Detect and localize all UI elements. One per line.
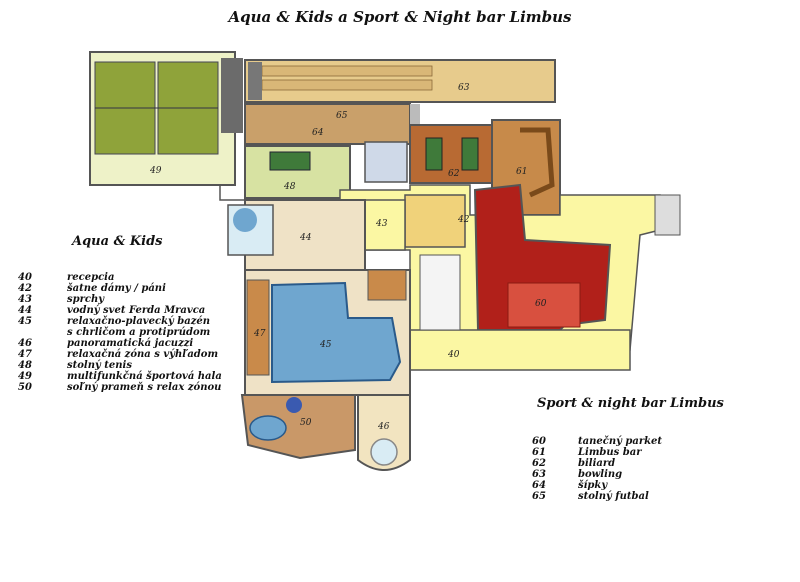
legend-number: 46 (18, 338, 32, 349)
pool-45 (271, 281, 402, 384)
legend-row: 60 tanečný parket (532, 436, 662, 447)
map-label-48: 48 (283, 182, 296, 192)
room-47-relax-zone (246, 279, 270, 376)
aqua-heading: Aqua & Kids (72, 234, 163, 249)
legend-number: 64 (532, 480, 546, 491)
map-label-43: 43 (375, 219, 388, 229)
legend-row: 48 stolný tenis (18, 360, 222, 371)
legend-label: soľný prameň s relax zónou (67, 382, 222, 393)
map-label-61: 61 (516, 167, 527, 177)
room-43-showers (364, 199, 406, 251)
map-label-45: 45 (319, 340, 332, 350)
legend-row: s chrličom a protiprúdom (18, 327, 222, 338)
map-label-44: 44 (299, 233, 312, 243)
legend-row: 45 relaxačno-plavecký bazén (18, 316, 222, 327)
legend-row: 62 biliard (532, 458, 662, 469)
legend-number: 44 (18, 305, 32, 316)
room-40-reception (409, 329, 631, 371)
sport-heading: Sport & night bar Limbus (537, 396, 724, 411)
map-label-47: 47 (253, 329, 266, 339)
legend-row: 50 soľný prameň s relax zónou (18, 382, 222, 393)
legend-number: 61 (532, 447, 546, 458)
legend-label: šípky (578, 480, 608, 491)
legend-row: 47 relaxačná zóna s výhľadom (18, 349, 222, 360)
legend-label: bowling (578, 469, 623, 480)
legend-row: 43 sprchy (18, 294, 222, 305)
legend-number: 47 (18, 349, 32, 360)
legend-row: 63 bowling (532, 469, 662, 480)
map-label-42: 42 (457, 215, 470, 225)
legend-label: relaxačno-plavecký bazén (67, 316, 211, 327)
page-title: Aqua & Kids a Sport & Night bar Limbus (228, 8, 572, 26)
map-label-60: 60 (535, 299, 547, 309)
legend-number: 62 (532, 458, 546, 469)
legend-label: panoramatická jacuzzi (67, 338, 194, 349)
legend-number: 50 (18, 382, 32, 393)
legend-number: 42 (18, 283, 32, 294)
legend-label: biliard (578, 458, 616, 469)
legend-number: 48 (18, 360, 32, 371)
legend-label: sprchy (67, 294, 105, 305)
legend-row: 49 multifunkčná športová hala (18, 371, 222, 382)
map-label-46: 46 (377, 422, 390, 432)
legend-row: 64 šípky (532, 480, 662, 491)
legend-label: tanečný parket (578, 436, 663, 447)
room-64-65-darts-football (244, 103, 411, 145)
legend-row: 42 šatne dámy / páni (18, 283, 222, 294)
map-label-62: 62 (448, 169, 460, 179)
legend-number: 65 (532, 491, 546, 502)
legend-row: 40 recepcia (18, 272, 222, 283)
legend-number: 40 (18, 272, 32, 283)
room-42-changing (404, 194, 466, 248)
map-label-63: 63 (458, 83, 470, 93)
legend-number (18, 327, 67, 338)
room-50-salt-spring (240, 394, 356, 460)
legend-number: 43 (18, 294, 32, 305)
legend-row: 44 vodný svet Ferda Mravca (18, 305, 222, 316)
map-label-49: 49 (149, 166, 162, 176)
legend-number: 60 (532, 436, 546, 447)
map-label-64: 64 (312, 128, 324, 138)
legend-number: 63 (532, 469, 546, 480)
map-label-65: 65 (336, 111, 348, 121)
legend-row: 65 stolný futbal (532, 491, 662, 502)
legend-label: šatne dámy / páni (67, 283, 166, 294)
aqua-legend: 40 recepcia 42 šatne dámy / páni 43 sprchy 44 v… (18, 272, 222, 393)
legend-row: 46 panoramatická jacuzzi (18, 338, 222, 349)
legend-label: stolný futbal (578, 491, 649, 502)
legend-label: s chrličom a protiprúdom (67, 327, 211, 338)
legend-label: recepcia (67, 272, 115, 283)
legend-label: vodný svet Ferda Mravca (67, 305, 206, 316)
restrooms (364, 141, 408, 183)
stairs-right (654, 194, 681, 236)
legend-row: 61 Limbus bar (532, 447, 662, 458)
map-label-50: 50 (300, 418, 312, 428)
legend-label: Limbus bar (578, 447, 642, 458)
legend-label: stolný tenis (67, 360, 132, 371)
legend-label: relaxačná zóna s výhľadom (67, 349, 219, 360)
map-label-40: 40 (447, 350, 460, 360)
legend-label: multifunkčná športová hala (67, 371, 222, 382)
legend-number: 49 (18, 371, 32, 382)
legend-number: 45 (18, 316, 32, 327)
sport-legend: 60 tanečný parket 61 Limbus bar 62 biliard 63 b… (532, 436, 662, 502)
